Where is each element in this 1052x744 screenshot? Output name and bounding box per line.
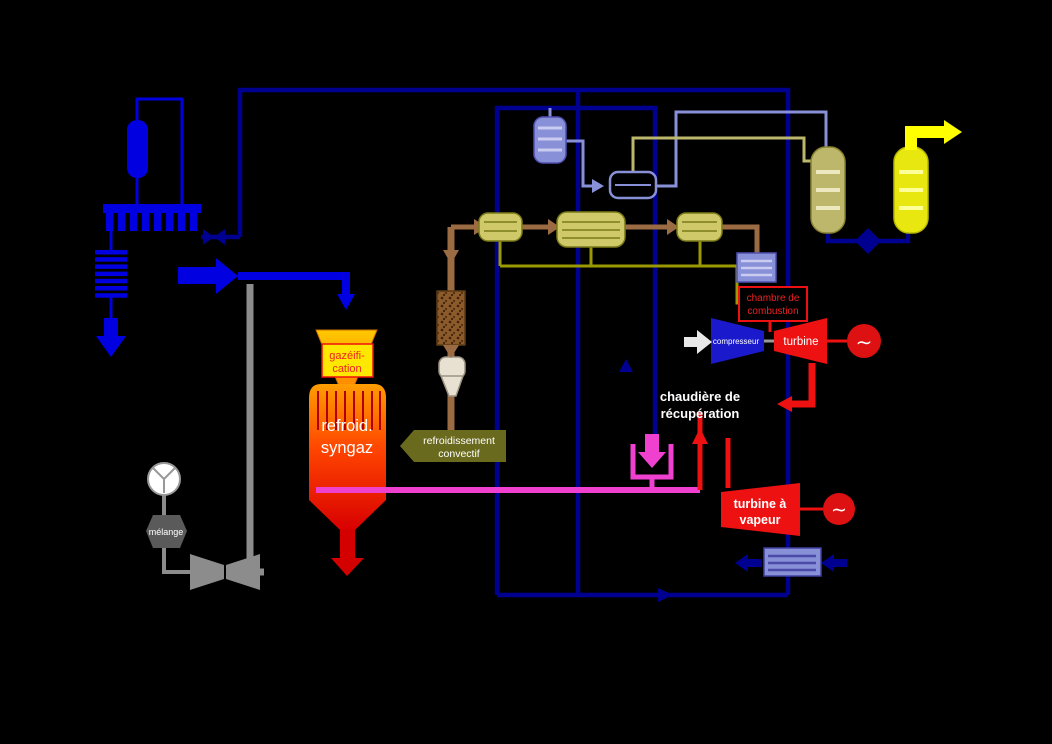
hrsg-label-line1: chaudière de bbox=[660, 389, 740, 404]
steam-turbine-label-line2: vapeur bbox=[740, 513, 781, 527]
hp-steam-line bbox=[905, 126, 944, 150]
gt-generator bbox=[847, 324, 881, 358]
gasifier-label-line2: cation bbox=[332, 363, 361, 375]
asu-column-vessel bbox=[127, 120, 148, 178]
slag-outlet-tip bbox=[331, 558, 364, 576]
slurry-pump-left bbox=[190, 554, 224, 590]
condenser-tubes bbox=[768, 554, 816, 572]
gt-generator-symbol: ∼ bbox=[856, 332, 873, 354]
gasifier-label-box bbox=[321, 343, 374, 378]
combustion-label-line2: combustion bbox=[747, 306, 798, 317]
heat-exchanger-1 bbox=[478, 212, 523, 242]
steam-turbine-label-line1: turbine à bbox=[734, 497, 787, 511]
gas-turbine-train bbox=[684, 286, 827, 364]
asu-distributor-bar bbox=[103, 204, 201, 213]
syngas-to-saturator bbox=[722, 224, 760, 253]
coal-slurry-path bbox=[146, 284, 264, 590]
scrubber-cone bbox=[439, 375, 465, 397]
syngas-cooler-vessel bbox=[309, 384, 386, 530]
steam-turbine-body bbox=[721, 483, 800, 536]
valve-right-half bbox=[214, 229, 225, 245]
gas-turbine-body bbox=[774, 318, 827, 364]
slurry-pump-right bbox=[226, 554, 260, 590]
air-separation-unit bbox=[95, 97, 355, 357]
oxygen-feed-line bbox=[238, 272, 350, 294]
nitrogen-vent-arrow bbox=[96, 318, 126, 357]
slag-outlet-stem bbox=[340, 530, 355, 558]
gas-cleanup-column bbox=[400, 250, 506, 462]
valve-left-half bbox=[203, 229, 214, 245]
arrow-into-hx2 bbox=[548, 219, 560, 235]
scrubber-body bbox=[438, 356, 466, 379]
steam-magenta-circuit bbox=[316, 434, 700, 493]
flow-arrow-bottom bbox=[658, 588, 673, 602]
st-generator-symbol: ∼ bbox=[831, 500, 847, 521]
khaki-drum-line bbox=[631, 136, 811, 172]
steam-riser-arrow bbox=[692, 428, 708, 444]
syngas-heat-exchangers bbox=[478, 211, 723, 248]
periwinkle-lines bbox=[548, 108, 828, 188]
hrsg-label-line2: récupération bbox=[661, 406, 740, 421]
compressor-body bbox=[711, 318, 764, 364]
combustion-chamber bbox=[738, 286, 808, 322]
oxygen-arrow bbox=[178, 258, 238, 294]
convective-label-line1: refroidissement bbox=[423, 435, 495, 447]
arrow-into-hx3 bbox=[667, 219, 679, 235]
st-generator bbox=[823, 493, 855, 525]
gasifier-unit bbox=[309, 329, 386, 576]
drum-khaki-stripes bbox=[816, 170, 840, 210]
gt-exhaust-duct bbox=[792, 363, 816, 408]
asu-loop-line bbox=[135, 97, 184, 205]
combustion-label-line1: chambre de bbox=[747, 293, 800, 304]
drum-yellow-stripes bbox=[899, 170, 923, 210]
cooler-tube-bundle bbox=[317, 391, 381, 430]
gt-exhaust-arrow bbox=[777, 396, 792, 412]
peri-long-line bbox=[656, 110, 828, 188]
flow-arrow-up bbox=[619, 359, 633, 372]
compressor-label: compresseur bbox=[713, 337, 760, 346]
mixer-outlet bbox=[162, 548, 190, 574]
melange-badge bbox=[146, 515, 187, 548]
peri-elbow bbox=[566, 139, 592, 188]
syngas-arrow-down-2 bbox=[443, 345, 459, 358]
syngas-arrow-down-1 bbox=[443, 250, 459, 264]
red-steam-lines bbox=[692, 324, 881, 536]
particulate-filter bbox=[436, 290, 466, 346]
air-inlet-arrow bbox=[684, 330, 712, 354]
asu-plate-exchanger bbox=[95, 250, 127, 298]
peri-flow-arrow bbox=[592, 179, 604, 193]
syngas-cooler-label-line2: syngaz bbox=[321, 439, 373, 457]
syngas-cooler-label-line1: refroid. bbox=[321, 417, 372, 435]
convective-cooler-banner bbox=[400, 430, 506, 462]
condenser-unit bbox=[763, 547, 822, 577]
asu-distributor-teeth bbox=[106, 213, 197, 231]
mixer-agitator bbox=[152, 467, 176, 493]
gasifier-label-line1: gazéifi- bbox=[329, 350, 365, 362]
magenta-down-arrow bbox=[638, 434, 666, 468]
gas-turbine-label: turbine bbox=[783, 336, 818, 348]
valve-diamond bbox=[855, 228, 881, 254]
convective-label-line2: convectif bbox=[438, 448, 480, 460]
hp-steam-arrow bbox=[944, 120, 962, 144]
oxygen-feed-arrowhead bbox=[337, 294, 355, 310]
diagram-labels: gazéifi- cation refroid. syngaz refroidi… bbox=[149, 293, 873, 537]
heat-exchanger-3 bbox=[676, 212, 723, 242]
gas-saturator-stripes bbox=[741, 259, 772, 277]
condenser-right-arrow bbox=[821, 554, 847, 572]
water-heater-stripes bbox=[538, 126, 562, 152]
steam-drums bbox=[810, 120, 962, 234]
mixer-label: mélange bbox=[149, 527, 184, 537]
periwinkle-equipment bbox=[533, 116, 777, 283]
condenser-left-arrow bbox=[735, 554, 762, 572]
navy-pipe-fittings bbox=[203, 228, 881, 602]
